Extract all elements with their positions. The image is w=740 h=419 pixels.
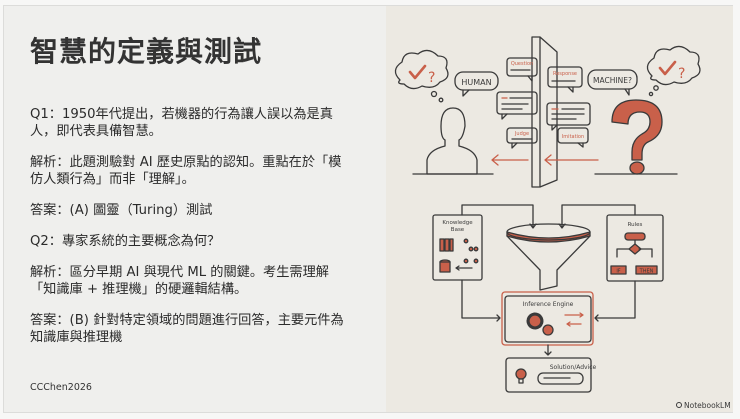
svg-text:?: ? — [678, 66, 685, 82]
q2-text: Q2：專家系統的主要概念為何？ — [30, 234, 221, 249]
arrow-left-icon — [491, 154, 599, 166]
turing-test-diagram: ? HUMAN Question Judge — [394, 36, 701, 188]
machine-thought-cloud-icon: ? — [646, 45, 701, 97]
inference-engine-box: Inference Engine — [501, 291, 594, 346]
svg-text:Base: Base — [451, 227, 465, 233]
gears-icon — [526, 312, 554, 336]
q1-text: Q1：1950年代提出，若機器的行為讓人誤以為是真人，即代表具備智慧。 — [30, 107, 333, 139]
svg-text:Solution/Advice: Solution/Advice — [550, 364, 597, 371]
svg-text:THEN: THEN — [639, 269, 654, 275]
funnel-icon — [506, 223, 591, 291]
question-bubble: Question — [506, 57, 538, 82]
imitation-bubble: Imitation — [557, 127, 589, 148]
q2-analysis: 解析：區分早期 AI 與現代 ML 的關鍵。考生需理解「知識庫 + 推理機」的硬… — [30, 265, 329, 297]
svg-text:Question: Question — [511, 61, 533, 67]
message-bubble — [496, 91, 538, 120]
svg-text:NotebookLM: NotebookLM — [684, 401, 731, 410]
author-footer: CCChen2026 — [30, 382, 92, 393]
q1-analysis: 解析：此題測驗對 AI 歷史原點的認知。重點在於「模仿人類行為」而非「理解」。 — [30, 155, 342, 187]
machine-speech-bubble: MACHINE? — [587, 69, 638, 96]
solution-box: Solution/Advice — [505, 357, 597, 393]
rules-box: Rules IF THEN — [606, 214, 664, 282]
svg-text:MACHINE?: MACHINE? — [593, 76, 632, 85]
knowledge-base-box: Knowledge Base — [432, 214, 483, 281]
judge-bubble: Judge — [506, 127, 538, 149]
svg-text:Knowledge: Knowledge — [442, 220, 473, 226]
illustration-panel — [386, 6, 733, 412]
q1-answer: 答案：(A) 圖靈（Turing）測試 — [30, 203, 213, 218]
human-thought-cloud-icon: ? — [394, 49, 449, 103]
slide — [3, 5, 733, 413]
svg-text:HUMAN: HUMAN — [461, 78, 491, 87]
svg-text:Response: Response — [553, 71, 577, 77]
notebooklm-watermark: NotebookLM — [676, 401, 731, 410]
message-bubble — [546, 102, 591, 131]
svg-text:Judge: Judge — [514, 131, 529, 137]
lightbulb-icon — [515, 368, 527, 384]
svg-text:Inference Engine: Inference Engine — [523, 301, 574, 308]
human-silhouette-icon — [412, 107, 494, 175]
q2-answer: 答案：(B) 針對特定領域的問題進行回答，主要元件為知識庫與推理機 — [30, 313, 344, 345]
svg-text:Imitation: Imitation — [562, 134, 584, 140]
slide-title: 智慧的定義與測試 — [30, 35, 263, 68]
svg-text:Rules: Rules — [628, 222, 643, 228]
expert-system-diagram: Knowledge Base Rules IF THEN — [432, 204, 664, 393]
human-speech-bubble: HUMAN — [454, 71, 499, 97]
divider-wall — [531, 36, 558, 188]
svg-text:?: ? — [428, 70, 435, 86]
svg-text:IF: IF — [616, 269, 620, 275]
question-mark-icon — [594, 99, 678, 175]
response-bubble: Response — [547, 66, 583, 93]
slide-body: Q1：1950年代提出，若機器的行為讓人誤以為是真人，即代表具備智慧。 解析：此… — [30, 106, 350, 360]
